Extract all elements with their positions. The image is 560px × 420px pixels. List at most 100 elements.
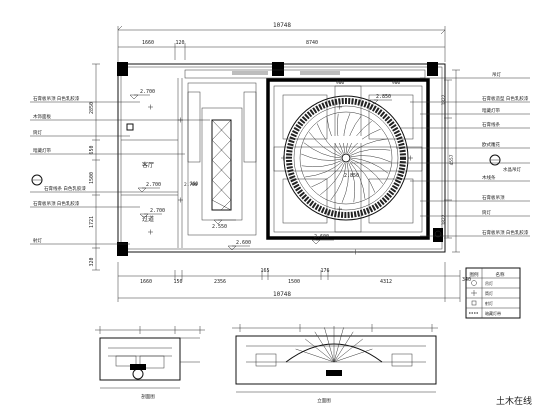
spotlight-icon (126, 123, 134, 131)
dim-top-b: 120 (175, 40, 184, 46)
column-top-mid (272, 62, 284, 76)
dome-rib (330, 162, 347, 201)
callout-left-1: 石膏板吊顶 白色乳胶漆 (33, 95, 80, 102)
dim-bottom-f: 176 (320, 268, 329, 274)
dim-right-3: 1822 (441, 214, 447, 225)
detail-marker (434, 230, 442, 238)
room-label-left-low: 过道 (142, 215, 154, 223)
section-chandelier-icon (132, 368, 144, 380)
section-title-right: 立面图 (317, 397, 331, 404)
level-l5: 2.550 (212, 224, 227, 230)
callout-right-6: 水晶吊灯 (503, 166, 521, 173)
inner-dim-b: 900 (336, 80, 344, 86)
dim-bottom-e: 1500 (288, 279, 300, 285)
callout-left-6: 石膏板吊顶 白色乳胶漆 (33, 200, 80, 207)
downlight-icon (337, 206, 342, 212)
carved-ring (286, 98, 406, 218)
dim-left-4: 1721 (89, 216, 95, 228)
dome-rib (349, 138, 387, 155)
room-labels: 客厅 过道 300 900 900 (31, 80, 501, 255)
level-l3: 2.700 (150, 208, 165, 214)
level-l9: 2.850 (344, 173, 359, 179)
central-coffer (266, 78, 430, 240)
callout-left-4: 暗藏灯带 (33, 147, 51, 154)
right-dimension-chain: 1822 4557 1822 (441, 69, 460, 253)
section-title-left: 剖面图 (141, 393, 155, 400)
dome-rib (301, 160, 342, 168)
dome-rib (303, 142, 342, 159)
level-markers: 2.700 2.700 2.700 2.700 2.550 2.600 2.60… (129, 89, 392, 251)
callout-right-8: 石膏板吊顶 (482, 194, 505, 201)
left-dimension-chain: 2850 650 1500 1721 320 (89, 63, 100, 271)
watermark: 土木在线 (496, 395, 532, 407)
dome-ribs (301, 113, 391, 203)
callout-right-1: 吊灯 (492, 71, 501, 78)
downlight-icon (408, 155, 413, 161)
dim-left-3: 1500 (89, 172, 95, 184)
legend-header-symbol: 图例 (470, 271, 479, 278)
left-section-detail: 剖面图 (95, 326, 205, 400)
arch-rib (333, 331, 354, 363)
downlight-icon (281, 155, 286, 161)
callout-right-3: 暗藏灯带 (482, 107, 500, 114)
callout-left-7: 射灯 (33, 237, 42, 244)
inner-dim-a: 300 (190, 181, 198, 187)
level-l7: 2.600 (314, 234, 329, 240)
downlight-icon (353, 249, 358, 255)
arch-rib (295, 348, 335, 363)
bottom-dimension-chain: 1660 150 2356 165 1500 176 4312 340 1074… (117, 262, 471, 302)
column-bottom-left (117, 242, 128, 256)
dim-left-2: 650 (89, 145, 95, 154)
spotlight-icon (471, 300, 477, 306)
downlight-icon (148, 104, 153, 110)
dome-rib (350, 148, 391, 156)
dome-rib (348, 162, 356, 203)
right-callouts: 吊灯 石膏板造型 白色乳胶漆 暗藏灯带 石膏线条 欧式雕花 水晶吊灯 木线条 石… (350, 71, 530, 237)
column-top-left (117, 62, 128, 76)
dim-top-c: 8740 (306, 40, 318, 46)
callout-left-3: 筒灯 (33, 129, 42, 136)
dim-left-5: 320 (89, 257, 95, 266)
dim-right-1: 1822 (441, 94, 447, 105)
dim-bottom-b: 150 (173, 279, 182, 285)
dim-bottom-h: 340 (462, 277, 471, 283)
downlight-icon (337, 104, 342, 110)
callout-left-5: 石膏线条 白色乳胶漆 (44, 185, 86, 192)
dome-rib (341, 162, 349, 203)
level-l2: 2.700 (146, 182, 161, 188)
dome-rib (347, 120, 372, 154)
room-label-left-mid: 客厅 (142, 161, 154, 169)
dome-rib (350, 160, 376, 193)
dome-rib (343, 113, 351, 154)
dome-outer-ring (283, 95, 409, 221)
dome-rib (336, 113, 344, 154)
level-l4: 2.700 (184, 182, 198, 188)
level-l8: 2.850 (376, 94, 391, 100)
dim-right-2: 4557 (449, 154, 455, 165)
dome-rib (350, 159, 384, 184)
callout-left-2: 木饰面板 (33, 113, 51, 120)
dim-overall-bottom: 10748 (273, 291, 291, 298)
dome-rib (349, 161, 366, 199)
dim-bottom-g: 4312 (380, 279, 392, 285)
dome-rib (311, 162, 344, 188)
callout-right-4: 石膏线条 (482, 121, 500, 128)
pendant-light-icon (471, 280, 477, 286)
arch-rib (333, 327, 344, 363)
dim-overall-top: 10748 (273, 22, 291, 29)
level-l1: 2.700 (140, 89, 155, 95)
downlight-icon (148, 229, 153, 235)
dome-rib (308, 132, 342, 157)
callout-right-2: 石膏板造型 白色乳胶漆 (482, 95, 529, 102)
legend-table: 图例 名称 吊灯 筒灯 射灯 暗藏灯带 (465, 267, 521, 319)
arch-rib (333, 338, 363, 363)
dim-bottom-a: 1660 (140, 279, 152, 285)
legend-row-1: 吊灯 (485, 280, 493, 286)
dome-rib (345, 115, 362, 154)
dome-rib (316, 123, 342, 156)
decorative-panel (211, 119, 232, 211)
dome-rib (320, 162, 345, 196)
dim-bottom-c: 2356 (214, 279, 226, 285)
arch-rib (305, 338, 335, 363)
chandelier-hub (341, 153, 351, 163)
